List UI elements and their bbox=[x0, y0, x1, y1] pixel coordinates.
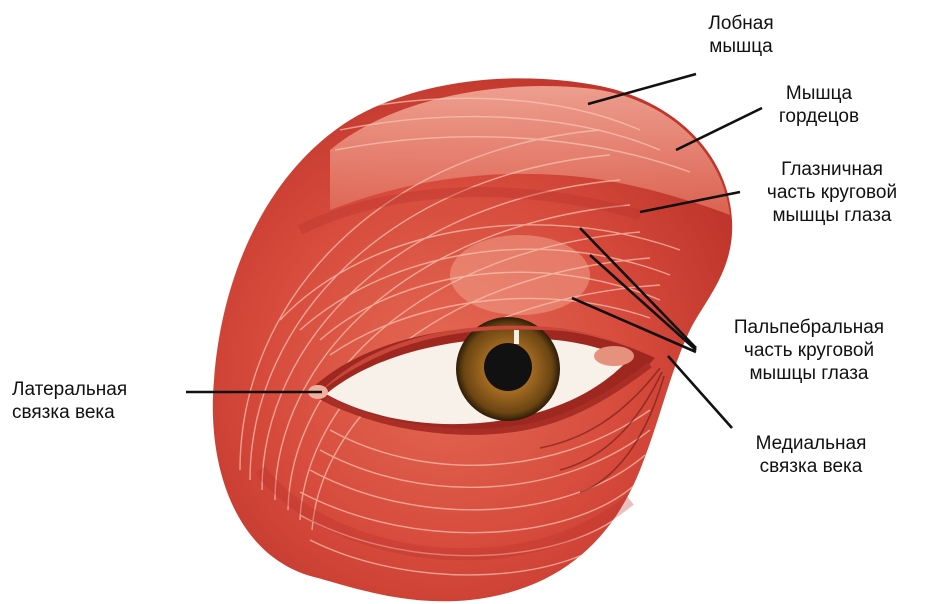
label-lateral-ligament-line2: связка века bbox=[12, 401, 188, 424]
label-orbital-line2: часть круговой bbox=[738, 181, 926, 204]
label-frontalis-line1: Лобная bbox=[686, 12, 796, 35]
label-palpebral-line1: Пальпебральная bbox=[698, 316, 920, 339]
label-orbital-line3: мышцы глаза bbox=[738, 204, 926, 227]
label-frontalis-line2: мышца bbox=[686, 35, 796, 58]
label-procerus: Мышца гордецов bbox=[754, 82, 884, 128]
label-palpebral-line3: мышцы глаза bbox=[698, 362, 920, 385]
label-orbital: Глазничная часть круговой мышцы глаза bbox=[738, 158, 926, 227]
label-frontalis: Лобная мышца bbox=[686, 12, 796, 58]
label-lateral-ligament-line1: Латеральная bbox=[12, 378, 188, 401]
caruncle bbox=[594, 346, 634, 366]
eye-highlight bbox=[514, 330, 519, 344]
label-palpebral-line2: часть круговой bbox=[698, 339, 920, 362]
label-orbital-line1: Глазничная bbox=[738, 158, 926, 181]
label-lateral-ligament: Латеральная связка века bbox=[12, 378, 188, 424]
label-procerus-line2: гордецов bbox=[754, 105, 884, 128]
label-procerus-line1: Мышца bbox=[754, 82, 884, 105]
label-palpebral: Пальпебральная часть круговой мышцы глаз… bbox=[698, 316, 920, 385]
pupil bbox=[484, 343, 532, 391]
label-medial-ligament-line2: связка века bbox=[716, 455, 906, 478]
leader-procerus bbox=[676, 108, 762, 150]
label-medial-ligament-line1: Медиальная bbox=[716, 432, 906, 455]
label-medial-ligament: Медиальная связка века bbox=[716, 432, 906, 478]
